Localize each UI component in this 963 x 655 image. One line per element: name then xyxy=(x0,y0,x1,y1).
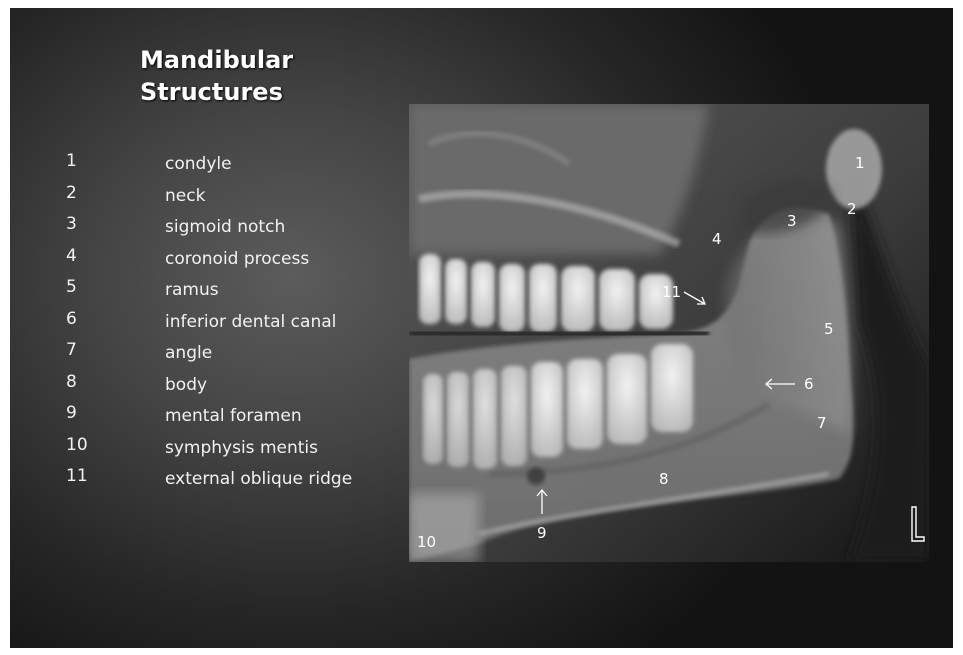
legend-term: body xyxy=(165,372,375,398)
occlusal-gap xyxy=(409,332,709,335)
legend-term: coronoid process xyxy=(165,246,375,272)
legend-number: 8 xyxy=(66,372,126,392)
legend-term: angle xyxy=(165,340,375,366)
xray-label-9: 9 xyxy=(537,524,547,542)
xray-label-1: 1 xyxy=(855,154,865,172)
mandible-xray-image: 1 2 3 4 5 6 7 8 9 10 11 xyxy=(409,104,929,562)
legend-term: inferior dental canal xyxy=(165,309,375,335)
maxilla-shadow xyxy=(409,104,709,254)
legend-term: external oblique ridge xyxy=(165,466,375,492)
legend-number: 1 xyxy=(66,151,126,171)
legend-term: ramus xyxy=(165,277,375,303)
xray-label-4: 4 xyxy=(712,230,722,248)
xray-label-8: 8 xyxy=(659,470,669,488)
legend-number: 9 xyxy=(66,403,126,423)
side-marker xyxy=(911,506,925,542)
xray-label-11: 11 xyxy=(662,283,681,301)
legend-number: 7 xyxy=(66,340,126,360)
legend-term: condyle xyxy=(165,151,375,177)
legend-term: symphysis mentis xyxy=(165,435,375,461)
xray-label-6: 6 xyxy=(804,375,814,393)
legend-number: 6 xyxy=(66,309,126,329)
legend-number: 4 xyxy=(66,246,126,266)
legend-number: 3 xyxy=(66,214,126,234)
title-line-2: Structures xyxy=(140,76,340,108)
mental-foramen-shape xyxy=(527,467,545,485)
xray-label-2: 2 xyxy=(847,200,857,218)
legend-number: 11 xyxy=(66,466,126,486)
legend-term: neck xyxy=(165,183,375,209)
slide: Mandibular Structures 1 condyle 2 neck 3… xyxy=(10,8,953,648)
legend-term: mental foramen xyxy=(165,403,375,429)
symphysis-region xyxy=(409,494,479,562)
xray-label-10: 10 xyxy=(417,533,436,551)
legend-number: 10 xyxy=(66,435,126,455)
legend-term: sigmoid notch xyxy=(165,214,375,240)
xray-label-5: 5 xyxy=(824,320,834,338)
side-marker-glyph xyxy=(911,506,925,542)
xray-label-7: 7 xyxy=(817,414,827,432)
legend-number: 5 xyxy=(66,277,126,297)
slide-title: Mandibular Structures xyxy=(140,44,340,108)
xray-label-3: 3 xyxy=(787,212,797,230)
title-line-1: Mandibular xyxy=(140,44,340,76)
condyle-shape xyxy=(826,129,882,209)
legend-number: 2 xyxy=(66,183,126,203)
xray-drawing: 1 2 3 4 5 6 7 8 9 10 11 xyxy=(409,104,929,562)
